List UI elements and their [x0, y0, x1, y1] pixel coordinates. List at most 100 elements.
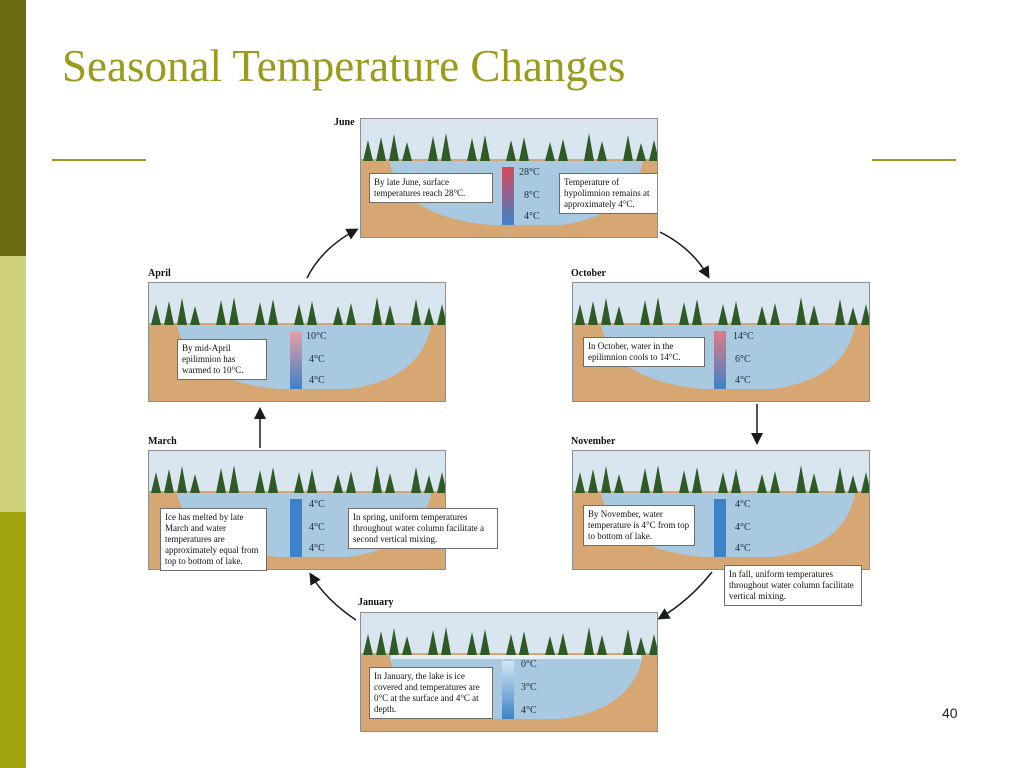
slide-title: Seasonal Temperature Changes: [62, 41, 626, 91]
tree: [372, 297, 382, 325]
tree: [601, 466, 611, 493]
temp-january-middle: 3°C: [521, 682, 537, 693]
temp-october-middle: 6°C: [735, 354, 751, 365]
tree: [307, 301, 317, 325]
tree: [376, 137, 386, 161]
tree: [718, 304, 728, 325]
tree: [649, 634, 657, 655]
tree: [640, 300, 650, 325]
tree: [640, 468, 650, 493]
temp-january-bottom: 4°C: [521, 705, 537, 716]
tree: [770, 303, 780, 325]
tree: [333, 306, 343, 325]
tree: [679, 470, 689, 493]
temperature-column: [714, 499, 726, 557]
tree: [614, 474, 624, 493]
temp-october-surface: 14°C: [733, 331, 754, 342]
tree: [848, 475, 858, 493]
label-march: March: [148, 436, 177, 447]
panel-november: 4°C 4°C 4°C By November, water temperatu…: [572, 450, 870, 570]
temp-march-middle: 4°C: [309, 522, 325, 533]
tree: [575, 304, 585, 325]
tree: [623, 135, 633, 161]
tree: [623, 629, 633, 655]
tree: [588, 301, 598, 325]
tree: [190, 306, 200, 325]
temp-march-surface: 4°C: [309, 499, 325, 510]
tree: [731, 301, 741, 325]
tree: [424, 307, 434, 325]
tree: [861, 304, 869, 325]
tree: [614, 306, 624, 325]
left-band-bottom: [0, 512, 26, 768]
tree: [437, 304, 445, 325]
tree: [428, 136, 438, 161]
tree: [164, 301, 174, 325]
tree: [346, 303, 356, 325]
tree: [467, 138, 477, 161]
label-june: June: [334, 117, 355, 128]
temperature-column: [502, 167, 514, 225]
tree: [402, 636, 412, 655]
tree: [584, 133, 594, 161]
tree: [757, 474, 767, 493]
temperature-column: [290, 499, 302, 557]
note-october-epilimnion: In October, water in the epilimnion cool…: [583, 337, 705, 367]
tree: [636, 637, 646, 655]
panel-january: 0°C 3°C 4°C In January, the lake is ice …: [360, 612, 658, 732]
tree: [718, 472, 728, 493]
note-june-surface: By late June, surface temperatures reach…: [369, 173, 493, 203]
panel-april: 10°C 4°C 4°C By mid-April epilimnion has…: [148, 282, 446, 402]
tree: [731, 469, 741, 493]
tree: [437, 472, 445, 493]
note-november-uniform: By November, water temperature is 4°C fr…: [583, 505, 695, 546]
page-number: 40: [942, 705, 958, 721]
label-october: October: [571, 268, 606, 279]
temp-january-surface: 0°C: [521, 659, 537, 670]
note-march-spring-mixing: In spring, uniform temperatures througho…: [348, 508, 498, 549]
tree: [151, 304, 161, 325]
note-march-ice-melted: Ice has melted by late March and water t…: [160, 508, 267, 571]
arrow-april-to-june: [306, 228, 359, 279]
temp-november-surface: 4°C: [735, 499, 751, 510]
tree: [636, 143, 646, 161]
tree: [268, 467, 278, 493]
tree: [402, 142, 412, 161]
tree: [268, 299, 278, 325]
tree: [506, 634, 516, 655]
temp-november-bottom: 4°C: [735, 543, 751, 554]
note-november-fall-mixing: In fall, uniform temperatures throughout…: [724, 565, 862, 606]
tree: [835, 299, 845, 325]
tree: [424, 475, 434, 493]
temperature-column: [714, 331, 726, 389]
tree: [441, 627, 451, 655]
temp-june-bottom: 4°C: [524, 211, 540, 222]
arrow-june-to-october: [659, 231, 710, 279]
tree: [229, 465, 239, 493]
tree: [363, 634, 373, 655]
temp-june-surface: 28°C: [519, 167, 540, 178]
tree: [177, 466, 187, 493]
label-november: November: [571, 436, 616, 447]
arrow-november-to-january: [657, 571, 713, 620]
tree: [346, 471, 356, 493]
tree: [177, 298, 187, 325]
temp-october-bottom: 4°C: [735, 375, 751, 386]
tree: [151, 472, 161, 493]
tree: [385, 305, 395, 325]
tree: [601, 298, 611, 325]
tree: [216, 468, 226, 493]
arrow-january-to-march: [309, 572, 357, 621]
temp-april-middle: 4°C: [309, 354, 325, 365]
temp-april-bottom: 4°C: [309, 375, 325, 386]
left-band-middle: [0, 256, 26, 512]
tree: [861, 472, 869, 493]
tree: [307, 469, 317, 493]
title-rule-left: [52, 159, 146, 161]
temp-march-bottom: 4°C: [309, 543, 325, 554]
tree: [441, 133, 451, 161]
tree: [255, 470, 265, 493]
tree: [363, 140, 373, 161]
tree: [649, 140, 657, 161]
